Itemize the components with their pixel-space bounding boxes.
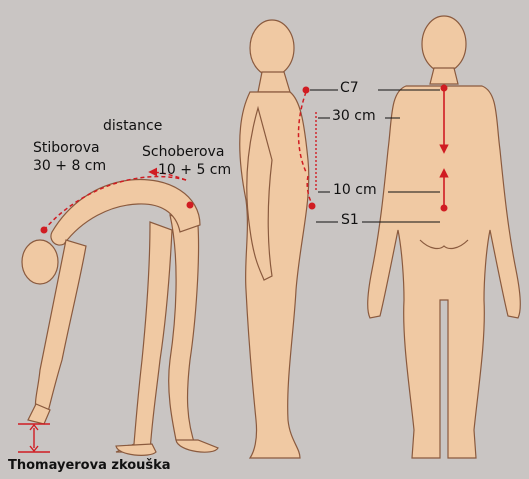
back-c7-marker [441,85,448,92]
schoberova-value-label: 10 + 5 cm [158,162,231,178]
stiborova-start-marker [41,227,48,234]
s1-label: S1 [341,212,359,228]
stiborova-name-label: Stiborova [33,140,100,156]
thomayer-label: Thomayerova zkouška [8,458,171,473]
thomayer-measure [18,424,50,452]
measure-10-label: 10 cm [333,182,377,198]
schoberova-name-label: Schoberova [142,144,224,160]
back-s1-marker [441,205,448,212]
stiborova-value-label: 30 + 8 cm [33,158,106,174]
schoberova-marker [187,202,194,209]
back-figure [368,16,520,458]
c7-label: C7 [340,80,359,96]
distance-label: distance [103,118,162,134]
bending-figure [22,179,218,455]
side-figure [240,20,309,458]
measure-30-label: 30 cm [332,108,376,124]
